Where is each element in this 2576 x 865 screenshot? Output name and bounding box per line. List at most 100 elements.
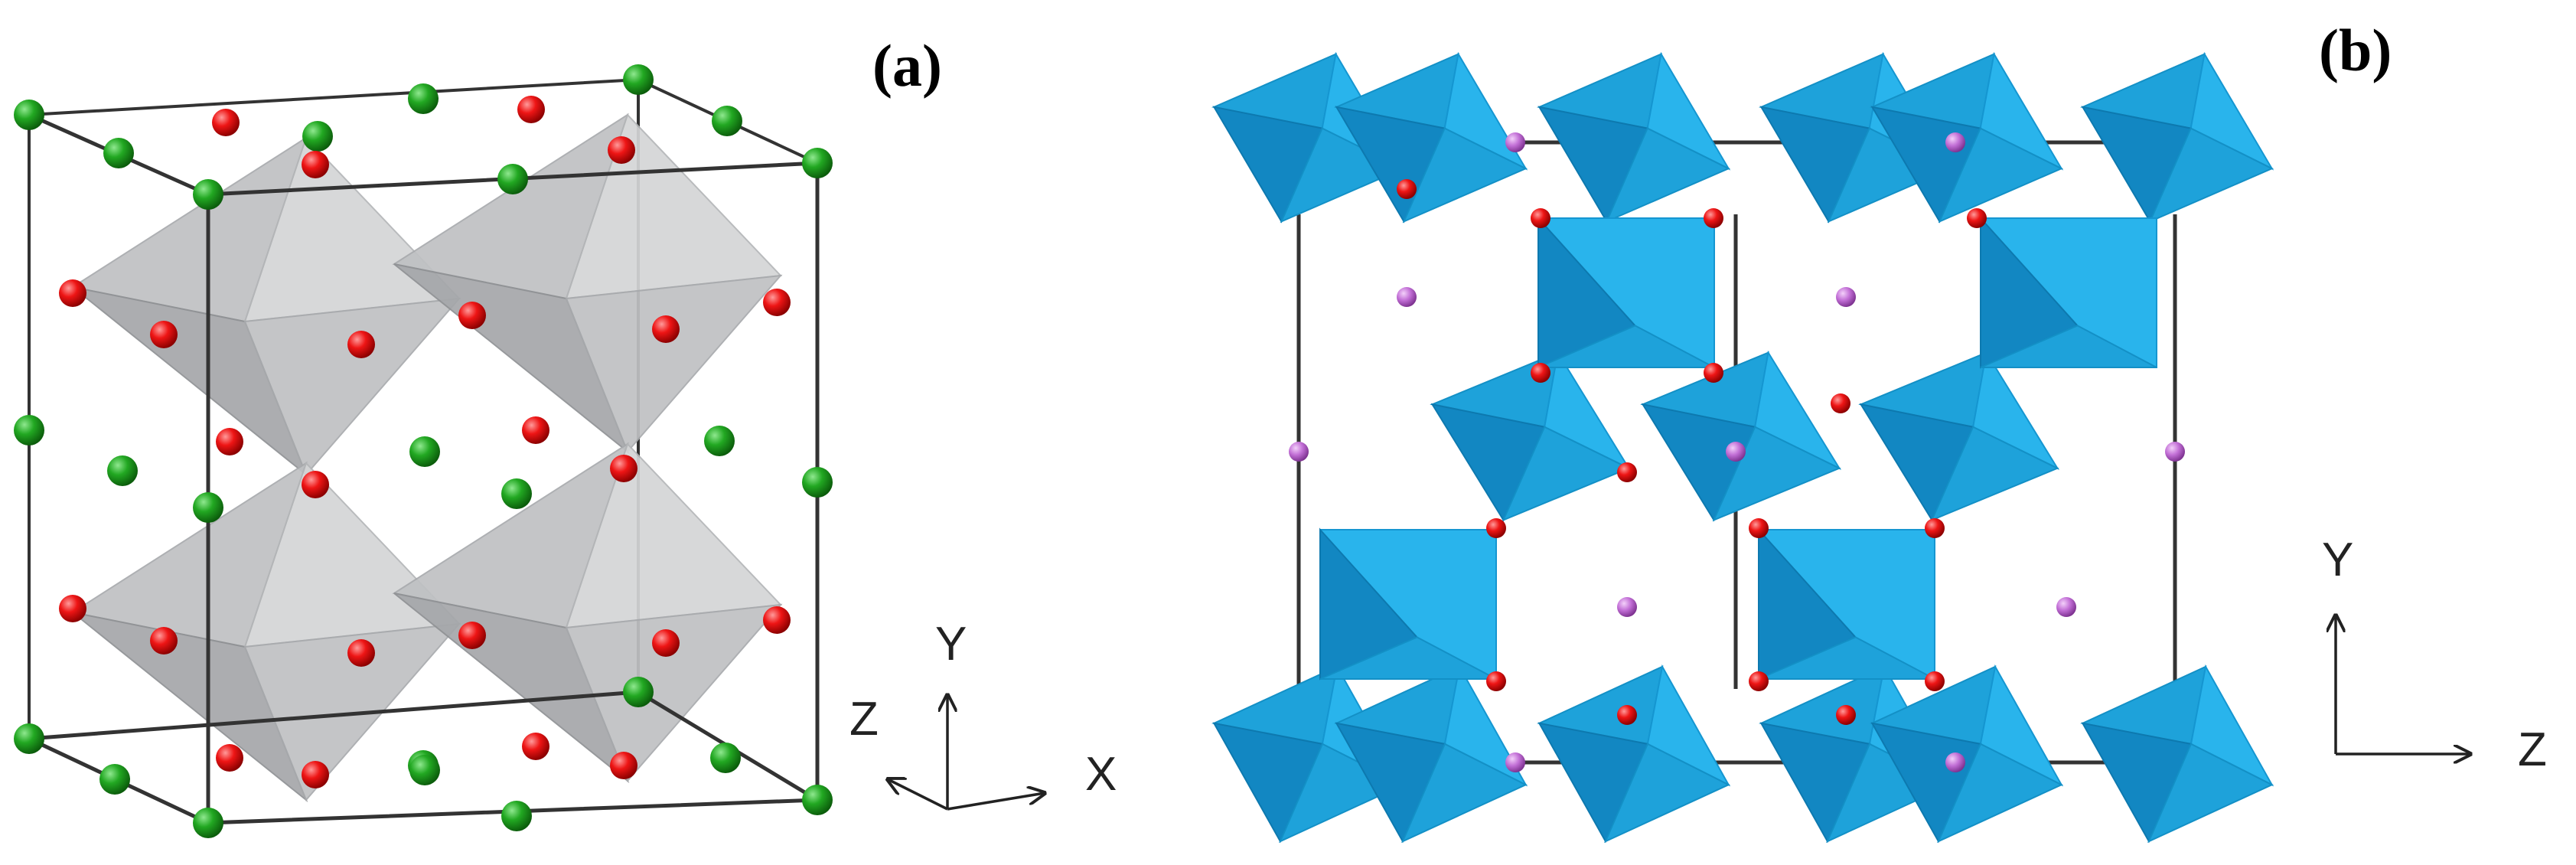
violet-atom bbox=[1945, 752, 1965, 772]
blue-octahedron-square bbox=[1758, 527, 1935, 681]
red-atom bbox=[216, 428, 243, 455]
y-axis-label-b: Y bbox=[2322, 534, 2353, 586]
red-atom bbox=[302, 151, 329, 178]
green-atom bbox=[408, 83, 439, 114]
green-atom bbox=[501, 801, 532, 831]
violet-atom bbox=[1945, 132, 1965, 152]
green-atom bbox=[712, 106, 742, 136]
violet-atom bbox=[2165, 442, 2185, 462]
violet-atom bbox=[1836, 287, 1856, 307]
gray-octahedron bbox=[392, 442, 783, 784]
blue-octahedron-square bbox=[1980, 216, 2157, 369]
red-atom bbox=[1486, 671, 1506, 691]
blue-octahedron-square bbox=[1537, 216, 1715, 369]
blue-octahedron bbox=[1858, 350, 2060, 522]
red-atom bbox=[302, 761, 329, 788]
red-atom bbox=[1486, 518, 1506, 538]
red-atom bbox=[1749, 671, 1769, 691]
panel-b: (b) Y Z bbox=[1211, 17, 2547, 844]
z-axis-arrow bbox=[888, 779, 948, 811]
violet-atom bbox=[1289, 442, 1309, 462]
red-atom bbox=[1704, 208, 1723, 228]
red-atom bbox=[763, 606, 791, 634]
red-atom bbox=[1925, 671, 1945, 691]
red-atom bbox=[302, 471, 329, 498]
atoms-panel-a bbox=[14, 64, 833, 838]
blue-octahedron bbox=[2080, 664, 2274, 844]
panel-b-label: (b) bbox=[2319, 17, 2392, 83]
red-atom bbox=[1749, 518, 1769, 538]
green-atom bbox=[409, 755, 440, 785]
gray-octahedron bbox=[392, 113, 783, 455]
green-atom bbox=[710, 743, 741, 773]
green-atom bbox=[103, 138, 134, 168]
red-atom bbox=[1925, 518, 1945, 538]
red-atom bbox=[1836, 705, 1856, 725]
blue-octahedron bbox=[2080, 51, 2274, 224]
green-atom bbox=[193, 808, 223, 838]
red-atom bbox=[150, 321, 178, 348]
red-atom bbox=[1617, 462, 1637, 482]
green-atom bbox=[99, 764, 130, 795]
blue-octahedron bbox=[1870, 664, 2064, 844]
red-atom bbox=[212, 109, 240, 136]
red-atom bbox=[458, 622, 486, 649]
red-atom bbox=[1704, 363, 1723, 383]
red-atom bbox=[1831, 393, 1850, 413]
red-atom bbox=[458, 302, 486, 329]
red-atom bbox=[517, 96, 545, 123]
red-atom bbox=[763, 289, 791, 316]
red-atom bbox=[347, 639, 375, 667]
red-atom bbox=[1617, 705, 1637, 725]
green-atom bbox=[107, 455, 138, 486]
red-atom bbox=[347, 331, 375, 358]
blue-octahedron bbox=[1334, 51, 1528, 224]
blue-octahedron bbox=[1430, 350, 1632, 522]
gray-octahedron bbox=[70, 135, 461, 478]
green-atom bbox=[802, 467, 833, 498]
blue-octahedron bbox=[1759, 51, 1953, 224]
axis-indicator-b: Y Z bbox=[2322, 534, 2547, 776]
blue-octahedron-square bbox=[1319, 527, 1497, 681]
red-atom bbox=[652, 315, 680, 343]
red-atom bbox=[150, 627, 178, 654]
gray-octahedra bbox=[70, 113, 783, 803]
blue-octahedron bbox=[1334, 664, 1528, 844]
violet-atom bbox=[1505, 752, 1525, 772]
blue-octahedron bbox=[1640, 350, 1842, 522]
violet-atom bbox=[1726, 442, 1746, 462]
green-atom bbox=[704, 426, 735, 456]
red-atom bbox=[1397, 179, 1417, 199]
red-atom bbox=[610, 455, 637, 482]
axis-indicator-a: Y Z X bbox=[849, 618, 1117, 811]
red-atom bbox=[522, 733, 549, 760]
red-atom bbox=[59, 279, 86, 307]
blue-octahedron bbox=[1537, 664, 1731, 844]
green-atom bbox=[802, 785, 833, 815]
red-atom bbox=[1531, 363, 1550, 383]
red-atom bbox=[652, 629, 680, 657]
green-atom bbox=[623, 64, 654, 95]
green-atom bbox=[501, 478, 532, 509]
green-atom bbox=[623, 677, 654, 707]
green-atom bbox=[14, 415, 44, 446]
green-atom bbox=[802, 148, 833, 178]
green-atom bbox=[14, 100, 44, 130]
red-atom bbox=[610, 752, 637, 779]
x-axis-arrow bbox=[947, 793, 1045, 811]
panel-a: (a) Y Z X bbox=[14, 32, 1117, 838]
green-atom bbox=[497, 164, 528, 194]
red-atom bbox=[522, 416, 549, 444]
violet-atom bbox=[1617, 597, 1637, 617]
z-axis-label-b: Z bbox=[2518, 723, 2547, 776]
violet-atom bbox=[1397, 287, 1417, 307]
panel-a-label: (a) bbox=[872, 32, 942, 99]
red-atom bbox=[216, 744, 243, 772]
green-atom bbox=[409, 436, 440, 467]
red-atom bbox=[59, 595, 86, 622]
x-axis-label: X bbox=[1085, 748, 1117, 801]
atoms-panel-b bbox=[1289, 132, 2185, 772]
violet-atom bbox=[1505, 132, 1525, 152]
green-atom bbox=[193, 179, 223, 210]
